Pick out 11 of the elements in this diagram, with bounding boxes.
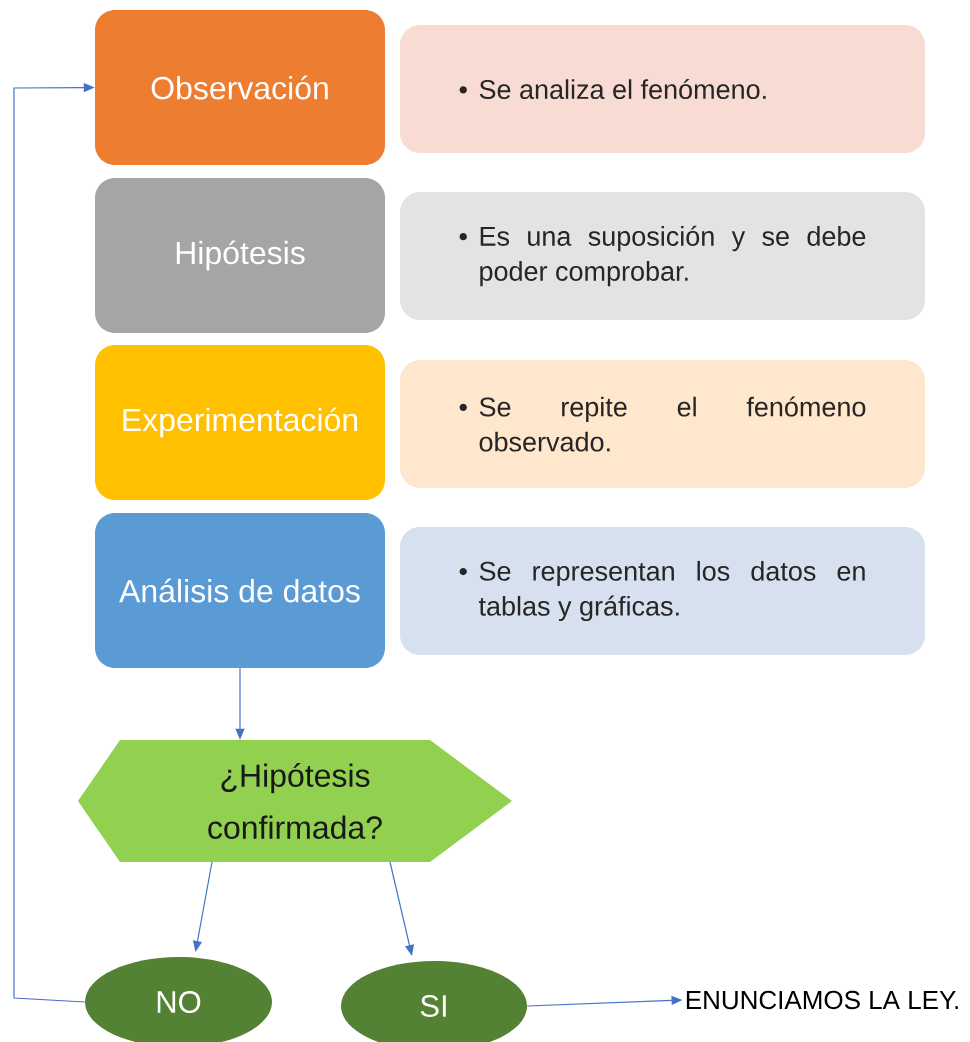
step-box: Observación bbox=[95, 10, 385, 165]
description-box: • Se repite el fenómeno observado. bbox=[400, 360, 925, 488]
decision-hexagon: ¿Hipótesis confirmada? bbox=[78, 740, 512, 862]
description-box: • Se analiza el fenómeno. bbox=[400, 25, 925, 153]
arrow bbox=[389, 861, 415, 956]
step-box: Experimentación bbox=[95, 345, 385, 500]
conclusion-text: ENUNCIAMOS LA LEY. bbox=[686, 990, 958, 1010]
step-box: Análisis de datos bbox=[95, 513, 385, 668]
description-box: • Se representan los datos en tablas y gráficas. bbox=[400, 527, 925, 655]
description-box: • Es una suposición y se debe poder comprobar. bbox=[400, 192, 925, 320]
step-box: Hipótesis bbox=[95, 178, 385, 333]
